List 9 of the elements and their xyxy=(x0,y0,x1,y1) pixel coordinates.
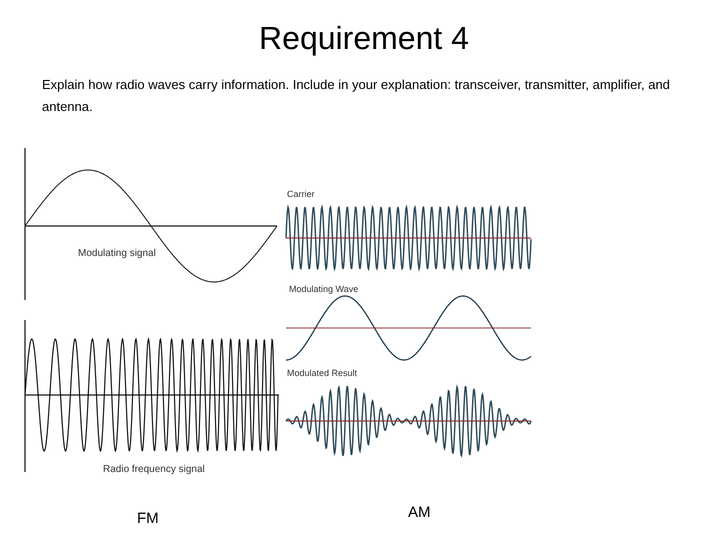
instruction-text: Explain how radio waves carry information. Include in your explanation: transceiver, transmitter, amplifier, and antenna. xyxy=(42,76,671,116)
wave-label: Modulated Result xyxy=(287,367,358,380)
wave-label: Radio frequency signal xyxy=(103,463,205,477)
slide-title: Requirement 4 xyxy=(258,19,470,58)
wave-label: AM xyxy=(408,503,430,523)
wave-label: Modulating signal xyxy=(78,247,156,261)
wave-label: FM xyxy=(137,509,159,529)
wave-label: Modulating Wave xyxy=(289,283,358,296)
wave-label: Carrier xyxy=(287,188,315,201)
